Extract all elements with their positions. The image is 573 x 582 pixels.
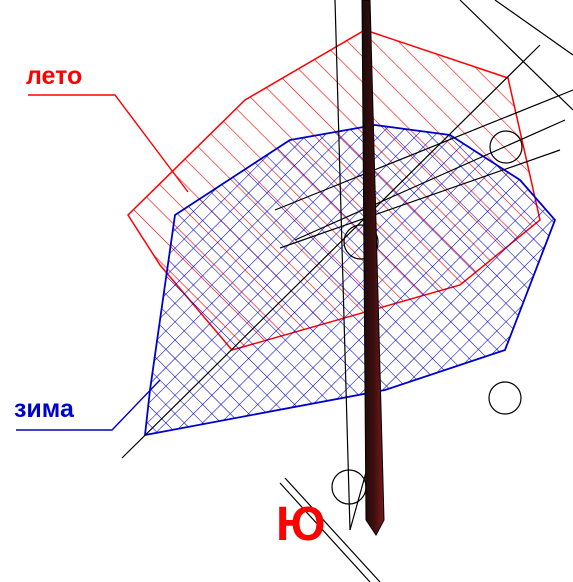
winter-label: зима [14,395,74,423]
summer-leader-line [28,94,189,193]
circle-marker [489,130,523,164]
winter-region [143,124,557,437]
summer-label: лето [26,62,83,90]
winter-leader-line [16,379,161,431]
circle-marker [343,224,379,260]
south-direction-label: Ю [276,498,326,551]
leader-lines [28,94,189,193]
winter-leader [16,379,161,431]
circle-marker [488,381,522,415]
gnomon-needle [361,0,385,536]
shadow-lines [121,0,573,582]
